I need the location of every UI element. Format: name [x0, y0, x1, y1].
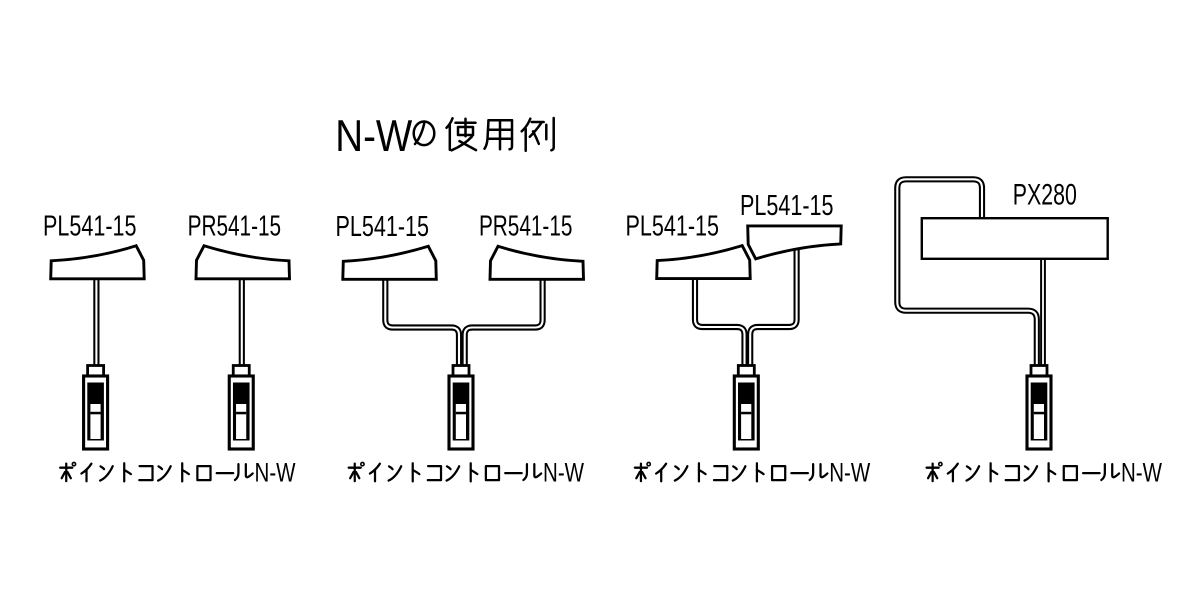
svg-text:PL541-15: PL541-15 — [626, 211, 720, 243]
svg-text:PR541-15: PR541-15 — [188, 211, 282, 243]
svg-text:PL541-15: PL541-15 — [336, 211, 430, 243]
svg-text:PX280: PX280 — [1013, 179, 1077, 212]
svg-text:N-W: N-W — [335, 112, 412, 161]
svg-text:PL541-15: PL541-15 — [740, 190, 834, 222]
svg-text:PR541-15: PR541-15 — [479, 211, 573, 243]
svg-text:PL541-15: PL541-15 — [43, 211, 137, 243]
